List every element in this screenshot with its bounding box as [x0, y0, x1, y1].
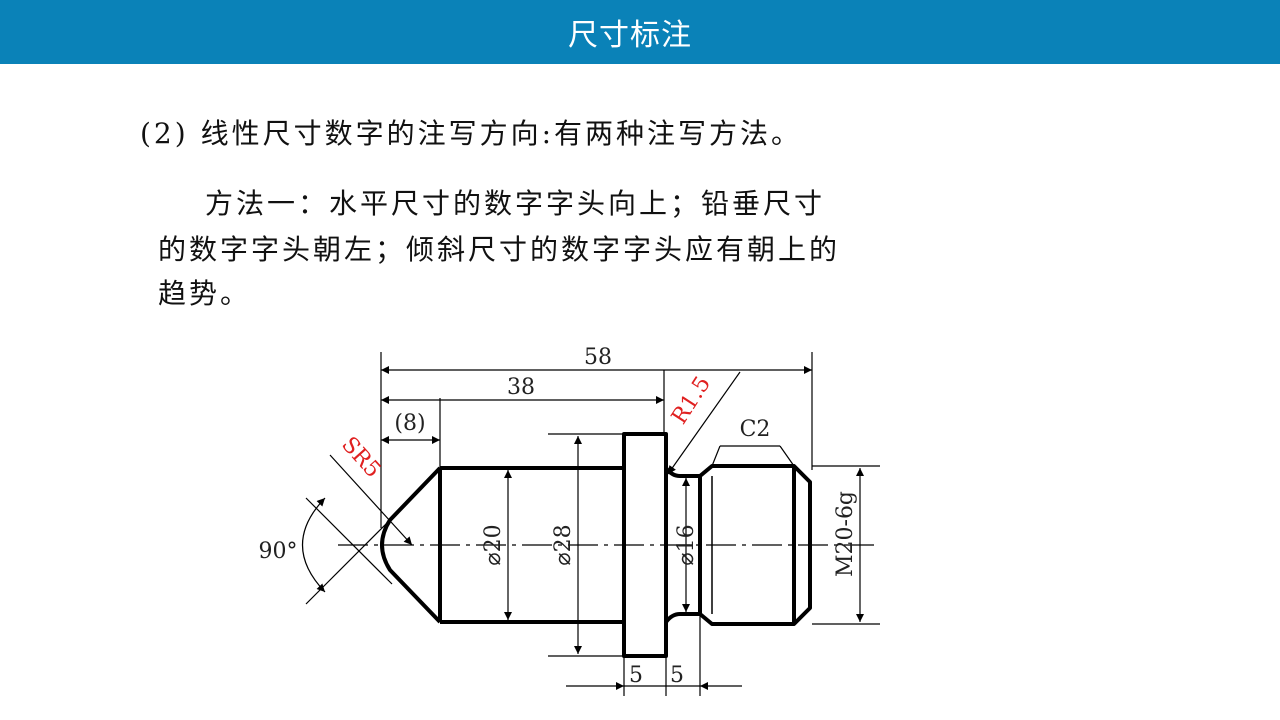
dim-8: (8): [394, 411, 425, 436]
dim-angle: 90°: [259, 539, 298, 564]
dim-sr5: SR5: [336, 432, 385, 483]
dimension-lines: [302, 366, 864, 690]
dim-r15: R1.5: [667, 372, 716, 429]
text-line-4: 趋势。: [158, 277, 252, 310]
dim-phi20: ⌀20: [481, 524, 506, 565]
dim-phi28: ⌀28: [551, 524, 576, 565]
dim-5a: 5: [629, 663, 643, 688]
text-line-2: 方法一：水平尺寸的数字字头向上；铅垂尺寸: [205, 187, 826, 220]
dim-m20: M20-6g: [833, 491, 858, 577]
dim-38: 38: [507, 375, 535, 400]
dim-c2: C2: [740, 417, 771, 442]
page-title: 尺寸标注: [568, 18, 692, 53]
extension-lines: [380, 352, 880, 696]
dim-5b: 5: [670, 663, 684, 688]
angle-arc: [302, 497, 326, 593]
dim-phi16: ⌀16: [674, 524, 699, 565]
leader-sr5: [329, 454, 413, 546]
header-bar: 尺寸标注: [0, 0, 1280, 64]
leader-r15: [667, 371, 741, 475]
text-line-1: (2) 线性尺寸数字的注写方向:有两种注写方法。: [140, 117, 802, 150]
dim-58: 58: [584, 345, 612, 370]
text-line-3: 的数字字头朝左；倾斜尺寸的数字字头应有朝上的: [158, 233, 841, 266]
